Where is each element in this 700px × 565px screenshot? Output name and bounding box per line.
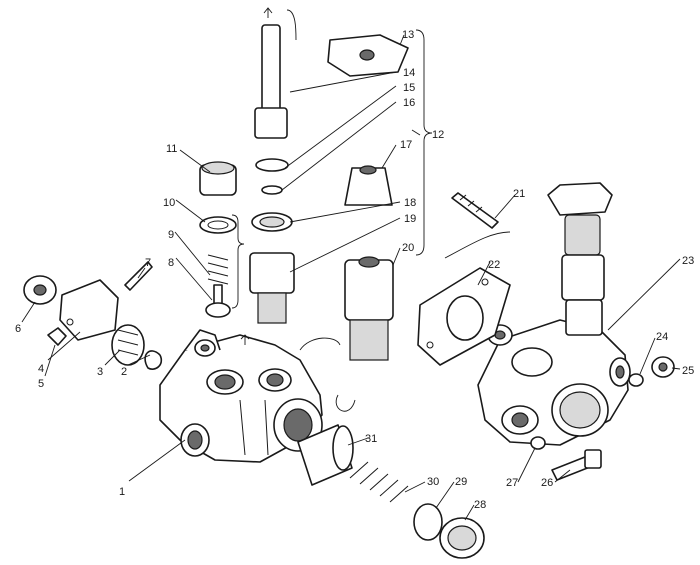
spring-9 xyxy=(207,254,229,285)
callout-13: 13 xyxy=(402,29,414,41)
fitting-20 xyxy=(344,256,394,361)
bracket-12 xyxy=(415,29,433,256)
hand-primer-pump xyxy=(547,182,613,336)
stud xyxy=(451,192,499,229)
washer-13 xyxy=(327,34,409,77)
clip-2 xyxy=(144,350,163,370)
nut-5 xyxy=(47,327,67,346)
washer-24 xyxy=(628,373,644,387)
callout-30: 30 xyxy=(427,476,439,488)
valve-8 xyxy=(205,284,231,318)
callout-9: 9 xyxy=(168,229,174,241)
cap-11 xyxy=(199,161,237,196)
callout-27: 27 xyxy=(506,477,518,489)
washer-27 xyxy=(530,436,546,450)
callout-17: 17 xyxy=(400,139,412,151)
spring-3 xyxy=(111,324,145,366)
sleeve-31 xyxy=(297,424,354,486)
callout-1: 1 xyxy=(119,486,125,498)
callout-26: 26 xyxy=(541,477,553,489)
callout-31: 31 xyxy=(365,433,377,445)
callout-4: 4 xyxy=(38,363,44,375)
callout-5: 5 xyxy=(38,378,44,390)
plug-28 xyxy=(439,517,485,559)
ring-29 xyxy=(413,503,443,541)
callout-29: 29 xyxy=(455,476,467,488)
callout-11: 11 xyxy=(166,143,177,155)
callout-19: 19 xyxy=(404,213,416,225)
callout-7: 7 xyxy=(145,257,151,269)
bracket-8-10 xyxy=(231,214,245,309)
callouts: 1 2 3 4 5 6 7 8 9 10 11 12 13 14 15 16 1… xyxy=(15,29,694,511)
callout-28: 28 xyxy=(474,499,486,511)
washer-10 xyxy=(199,216,237,234)
callout-8: 8 xyxy=(168,257,174,269)
right-housing xyxy=(477,319,631,446)
callout-10: 10 xyxy=(163,197,175,209)
callout-22: 22 xyxy=(488,259,500,271)
leader-lines xyxy=(21,34,681,521)
callout-6: 6 xyxy=(15,323,21,335)
pin-7 xyxy=(124,261,153,291)
callout-2: 2 xyxy=(121,366,127,378)
bolt-26 xyxy=(551,449,602,481)
gasket xyxy=(417,267,511,366)
callout-3: 3 xyxy=(97,366,103,378)
nut-25 xyxy=(651,356,675,378)
cone-17 xyxy=(344,165,393,206)
callout-24: 24 xyxy=(656,331,668,343)
callout-18: 18 xyxy=(404,197,416,209)
callout-20: 20 xyxy=(402,242,414,254)
callout-25: 25 xyxy=(682,365,694,377)
callout-15: 15 xyxy=(403,82,415,94)
callout-12: 12 xyxy=(432,129,444,141)
callout-23: 23 xyxy=(682,255,694,267)
spring-30 xyxy=(349,461,409,503)
bracket-4 xyxy=(59,279,119,341)
callout-14: 14 xyxy=(403,67,415,79)
piston-assembly xyxy=(249,24,295,324)
callout-16: 16 xyxy=(403,97,415,109)
callout-21: 21 xyxy=(513,188,525,200)
nut-6 xyxy=(23,275,57,305)
